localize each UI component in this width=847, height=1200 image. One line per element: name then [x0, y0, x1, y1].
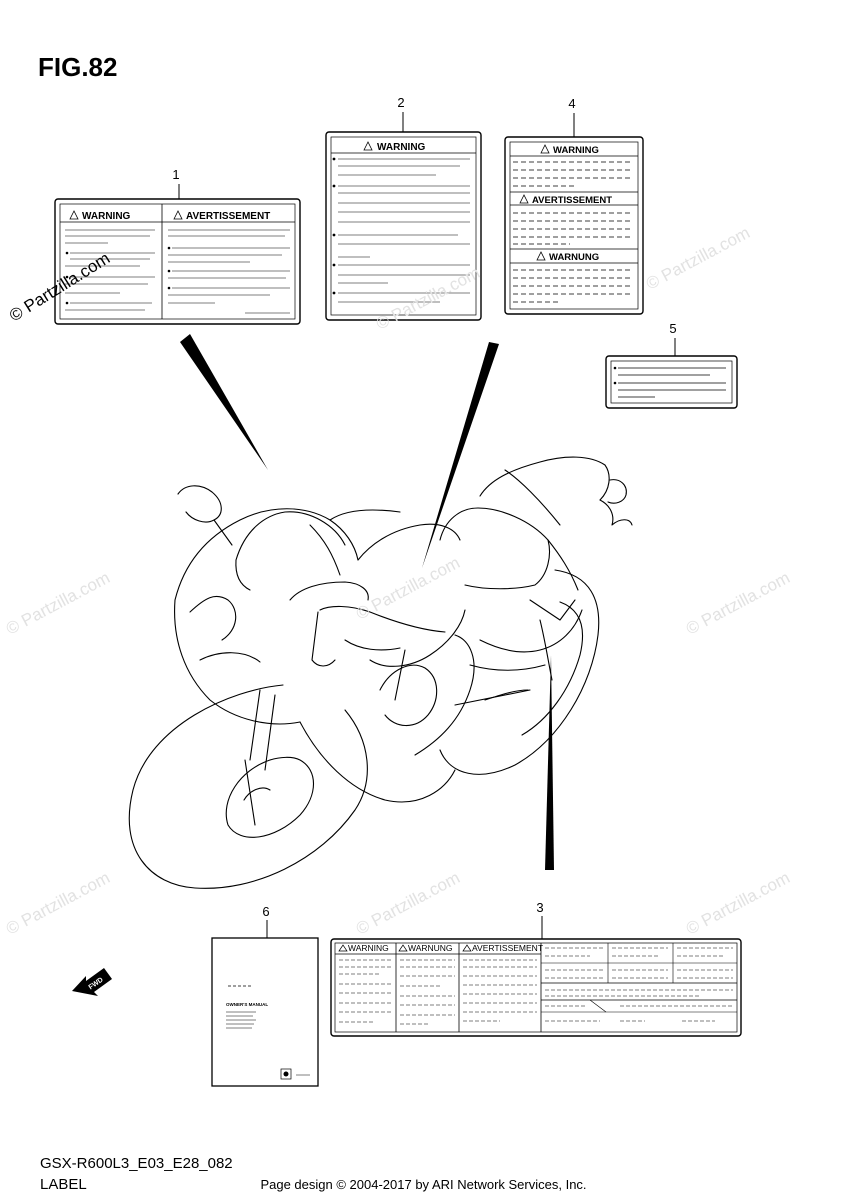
svg-text:© Partzilla.com: © Partzilla.com [353, 553, 463, 624]
label-1-heading-right: AVERTISSEMENT [186, 211, 270, 222]
svg-text:© Partzilla.com: © Partzilla.com [683, 568, 793, 639]
label-3[interactable]: 3 WARNING WARNUNG AVERTISSEMENT [330, 900, 742, 1037]
callout-4: 4 [568, 96, 575, 111]
figure-code: GSX-R600L3_E03_E28_082 [40, 1155, 233, 1172]
label-3-heading-3: AVERTISSEMENT [472, 943, 543, 953]
svg-text:© Partzilla.com: © Partzilla.com [353, 868, 463, 939]
callout-3: 3 [536, 900, 543, 915]
label-6-owners-manual[interactable]: 6 OWNER'S MANUAL [211, 904, 319, 1087]
callout-5: 5 [669, 321, 676, 336]
callout-6: 6 [262, 904, 269, 919]
callout-1: 1 [172, 167, 179, 182]
svg-text:© Partzilla.com: © Partzilla.com [3, 568, 113, 639]
page-footer: Page design © 2004-2017 by ARI Network S… [260, 1177, 587, 1192]
svg-text:© Partzilla.com: © Partzilla.com [3, 868, 113, 939]
label-4-heading-3: WARNUNG [549, 252, 599, 263]
label-3-heading-1: WARNING [348, 943, 389, 953]
label-1-heading-left: WARNING [82, 211, 131, 222]
label-4-heading-2: AVERTISSEMENT [532, 195, 612, 206]
label-4[interactable]: 4 WARNING AVERTISSEMENT WARNUNG [504, 96, 644, 315]
figure-title: FIG.82 [38, 52, 118, 82]
svg-text:© Partzilla.com: © Partzilla.com [643, 223, 753, 294]
section-label: LABEL [40, 1176, 87, 1193]
label-3-heading-2: WARNUNG [408, 943, 453, 953]
motorcycle-outline [128, 456, 633, 889]
label-5[interactable]: 5 [605, 321, 738, 409]
fwd-arrow-icon: FWD [72, 968, 112, 996]
label-4-heading-1: WARNING [553, 145, 599, 156]
label-2[interactable]: 2 WARNING [325, 95, 482, 321]
label-1[interactable]: 1 WARNING AVERTISSEMENT [54, 167, 301, 325]
svg-text:© Partzilla.com: © Partzilla.com [683, 868, 793, 939]
manual-title: OWNER'S MANUAL [226, 1002, 268, 1007]
label-2-heading: WARNING [377, 142, 426, 153]
callout-2: 2 [397, 95, 404, 110]
